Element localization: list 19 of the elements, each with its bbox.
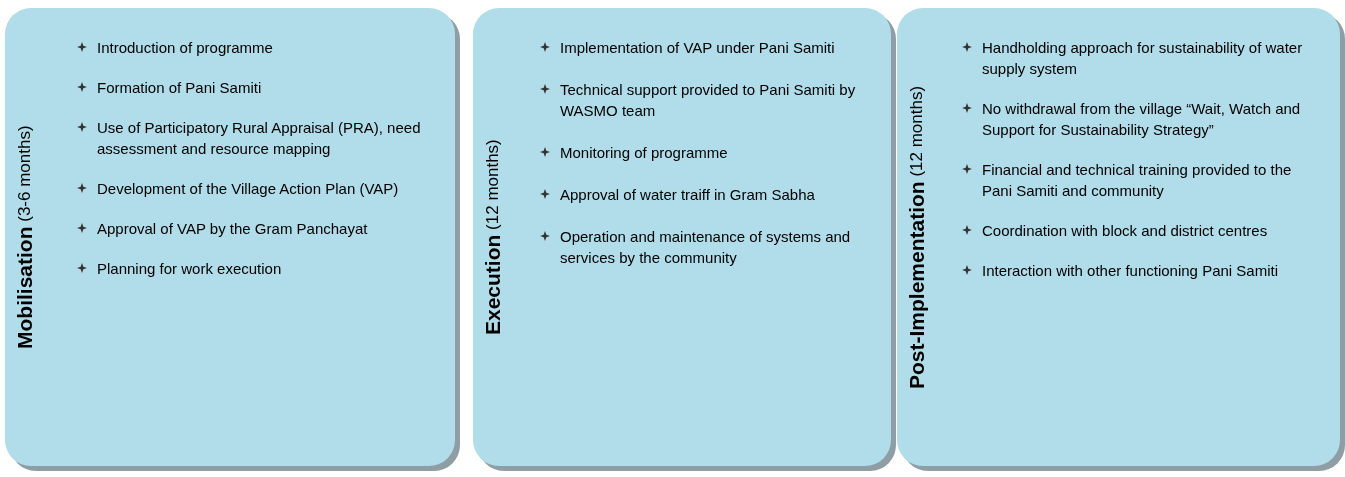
bullet-text: Monitoring of programme [560, 143, 728, 163]
bullet-text: Handholding approach for sustainability of water supply system [982, 38, 1304, 79]
bullet-text: Introduction of programme [97, 38, 273, 58]
bullet-text: Technical support provided to Pani Samiti by WASMO team [560, 80, 857, 121]
phase-heading: Mobilisation (3-6 months) [13, 124, 37, 351]
phase-heading: Execution (12 months) [481, 138, 505, 337]
bullet-text: Formation of Pani Samiti [97, 78, 262, 98]
bullet-text: No withdrawal from the village “Wait, Watch and Support for Sustainability Strategy” [982, 99, 1302, 140]
bullet-text: Financial and technical training provided to the Pani Samiti and community [982, 160, 1293, 201]
bullet-text: Planning for work execution [97, 259, 282, 279]
phase-heading: Post-Implementation (12 months) [905, 84, 929, 391]
bullet-text: Use of Participatory Rural Appraisal (PRA), need assessment and resource mapping [97, 118, 422, 159]
bullet-text: Approval of VAP by the Gram Panchayat [97, 219, 368, 239]
bullet-text: Operation and maintenance of systems and services by the community [560, 227, 852, 268]
bullet-text: Implementation of VAP under Pani Samiti [560, 38, 835, 58]
bullet-text: Development of the Village Action Plan (VAP) [97, 179, 399, 199]
bullet-text: Coordination with block and district centres [982, 221, 1268, 241]
bullet-text: Approval of water traiff in Gram Sabha [560, 185, 815, 205]
bullet-text: Interaction with other functioning Pani Samiti [982, 261, 1278, 281]
